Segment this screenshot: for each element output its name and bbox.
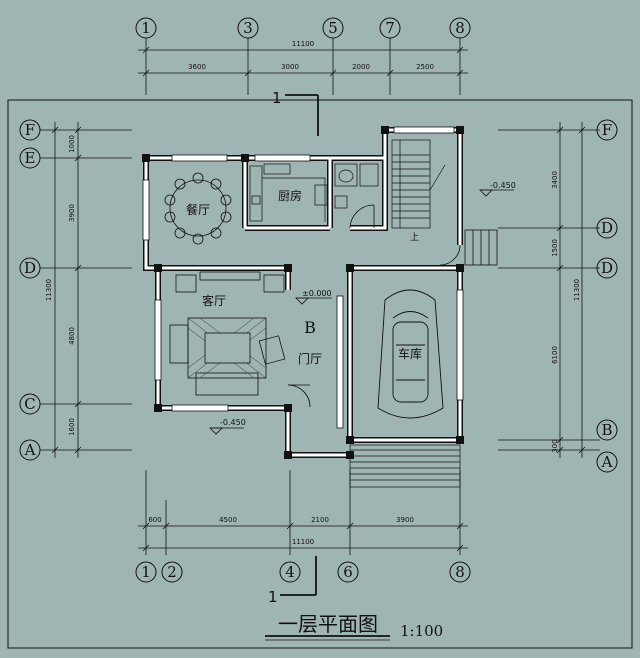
axis-label-left-f: F xyxy=(25,121,35,139)
left-total-dimension: 11300 xyxy=(45,279,53,301)
axis-label-top-7: 7 xyxy=(385,19,395,37)
section-number-bottom: 1 xyxy=(268,588,278,606)
bottom-dimension-3: 2100 xyxy=(311,516,329,524)
top-dimension-1: 3600 xyxy=(188,63,206,71)
section-mark-bottom xyxy=(280,556,317,596)
top-dimension-4: 2500 xyxy=(416,63,434,71)
level-exterior-left: -0.450 xyxy=(220,418,246,427)
axis-label-bottom-8: 8 xyxy=(455,563,465,581)
right-axis-bubbles xyxy=(596,119,618,473)
kitchen-fixtures xyxy=(249,163,379,222)
bottom-dimension-4: 3900 xyxy=(396,516,414,524)
right-total-dimension: 11300 xyxy=(573,279,581,301)
right-dimension-3: 6100 xyxy=(551,346,559,364)
room-label-garage: 车库 xyxy=(398,346,422,361)
staircase xyxy=(391,139,446,229)
left-dimensions xyxy=(40,122,132,458)
axis-label-bottom-6: 6 xyxy=(343,563,353,581)
axis-label-right-f: F xyxy=(602,121,612,139)
living-room-furniture xyxy=(169,271,286,396)
level-floor: ±0.000 xyxy=(302,289,332,298)
right-dimension-4: 300 xyxy=(551,439,559,452)
room-label-living: 客厅 xyxy=(202,293,226,308)
right-dimension-1: 3400 xyxy=(551,171,559,189)
right-dimension-2: 1500 xyxy=(551,239,559,257)
axis-label-left-e: E xyxy=(25,149,36,167)
bottom-dimension-1: 600 xyxy=(148,516,161,524)
drawing-frame xyxy=(7,99,633,649)
level-exterior-right: -0.450 xyxy=(490,181,516,190)
title-block xyxy=(265,635,390,641)
axis-label-left-c: C xyxy=(24,395,35,413)
top-dimension-2: 3000 xyxy=(281,63,299,71)
drawing-scale: 1:100 xyxy=(400,622,443,640)
axis-label-right-d-upper: D xyxy=(601,219,613,237)
axis-label-bottom-1: 1 xyxy=(141,563,151,581)
left-dimension-2: 3900 xyxy=(68,204,76,222)
axis-label-top-3: 3 xyxy=(243,19,253,37)
bottom-total-dimension: 11100 xyxy=(292,538,314,546)
room-label-b: B xyxy=(304,318,316,337)
axis-label-top-8: 8 xyxy=(455,19,465,37)
axis-label-left-a: A xyxy=(24,441,36,459)
drawing-title: 一层平面图 xyxy=(278,612,378,636)
section-number-top: 1 xyxy=(272,89,282,107)
bottom-axis-bubbles xyxy=(135,561,471,583)
axis-label-bottom-4: 4 xyxy=(285,563,295,581)
room-label-kitchen: 厨房 xyxy=(278,188,302,203)
axis-label-right-a: A xyxy=(601,453,613,471)
windows xyxy=(142,126,464,412)
top-dimensions xyxy=(138,38,468,95)
top-dimension-3: 2000 xyxy=(352,63,370,71)
garage-ramp xyxy=(349,444,461,488)
left-dimension-3: 4800 xyxy=(68,327,76,345)
left-dimension-1: 1000 xyxy=(68,135,76,153)
doors xyxy=(287,204,461,429)
axis-label-top-1: 1 xyxy=(141,19,151,37)
garage-car xyxy=(377,289,444,419)
axis-label-bottom-2: 2 xyxy=(167,563,177,581)
left-axis-bubbles xyxy=(19,119,41,461)
left-dimension-4: 1600 xyxy=(68,418,76,436)
bottom-dimension-2: 4500 xyxy=(219,516,237,524)
dining-table xyxy=(164,172,232,245)
axis-label-right-d: D xyxy=(601,259,613,277)
right-dimensions xyxy=(498,122,600,458)
top-axis-bubbles xyxy=(135,17,471,39)
axis-label-left-d: D xyxy=(24,259,36,277)
axis-label-right-b: B xyxy=(601,421,612,439)
entry-steps-right xyxy=(464,229,498,266)
section-mark-top xyxy=(285,94,319,136)
level-symbols xyxy=(209,189,514,435)
room-label-dining: 餐厅 xyxy=(186,202,210,217)
axis-label-top-5: 5 xyxy=(328,19,338,37)
room-label-foyer: 门厅 xyxy=(298,351,322,366)
stair-up-label: 上 xyxy=(410,232,419,243)
top-total-dimension: 11100 xyxy=(292,40,314,48)
